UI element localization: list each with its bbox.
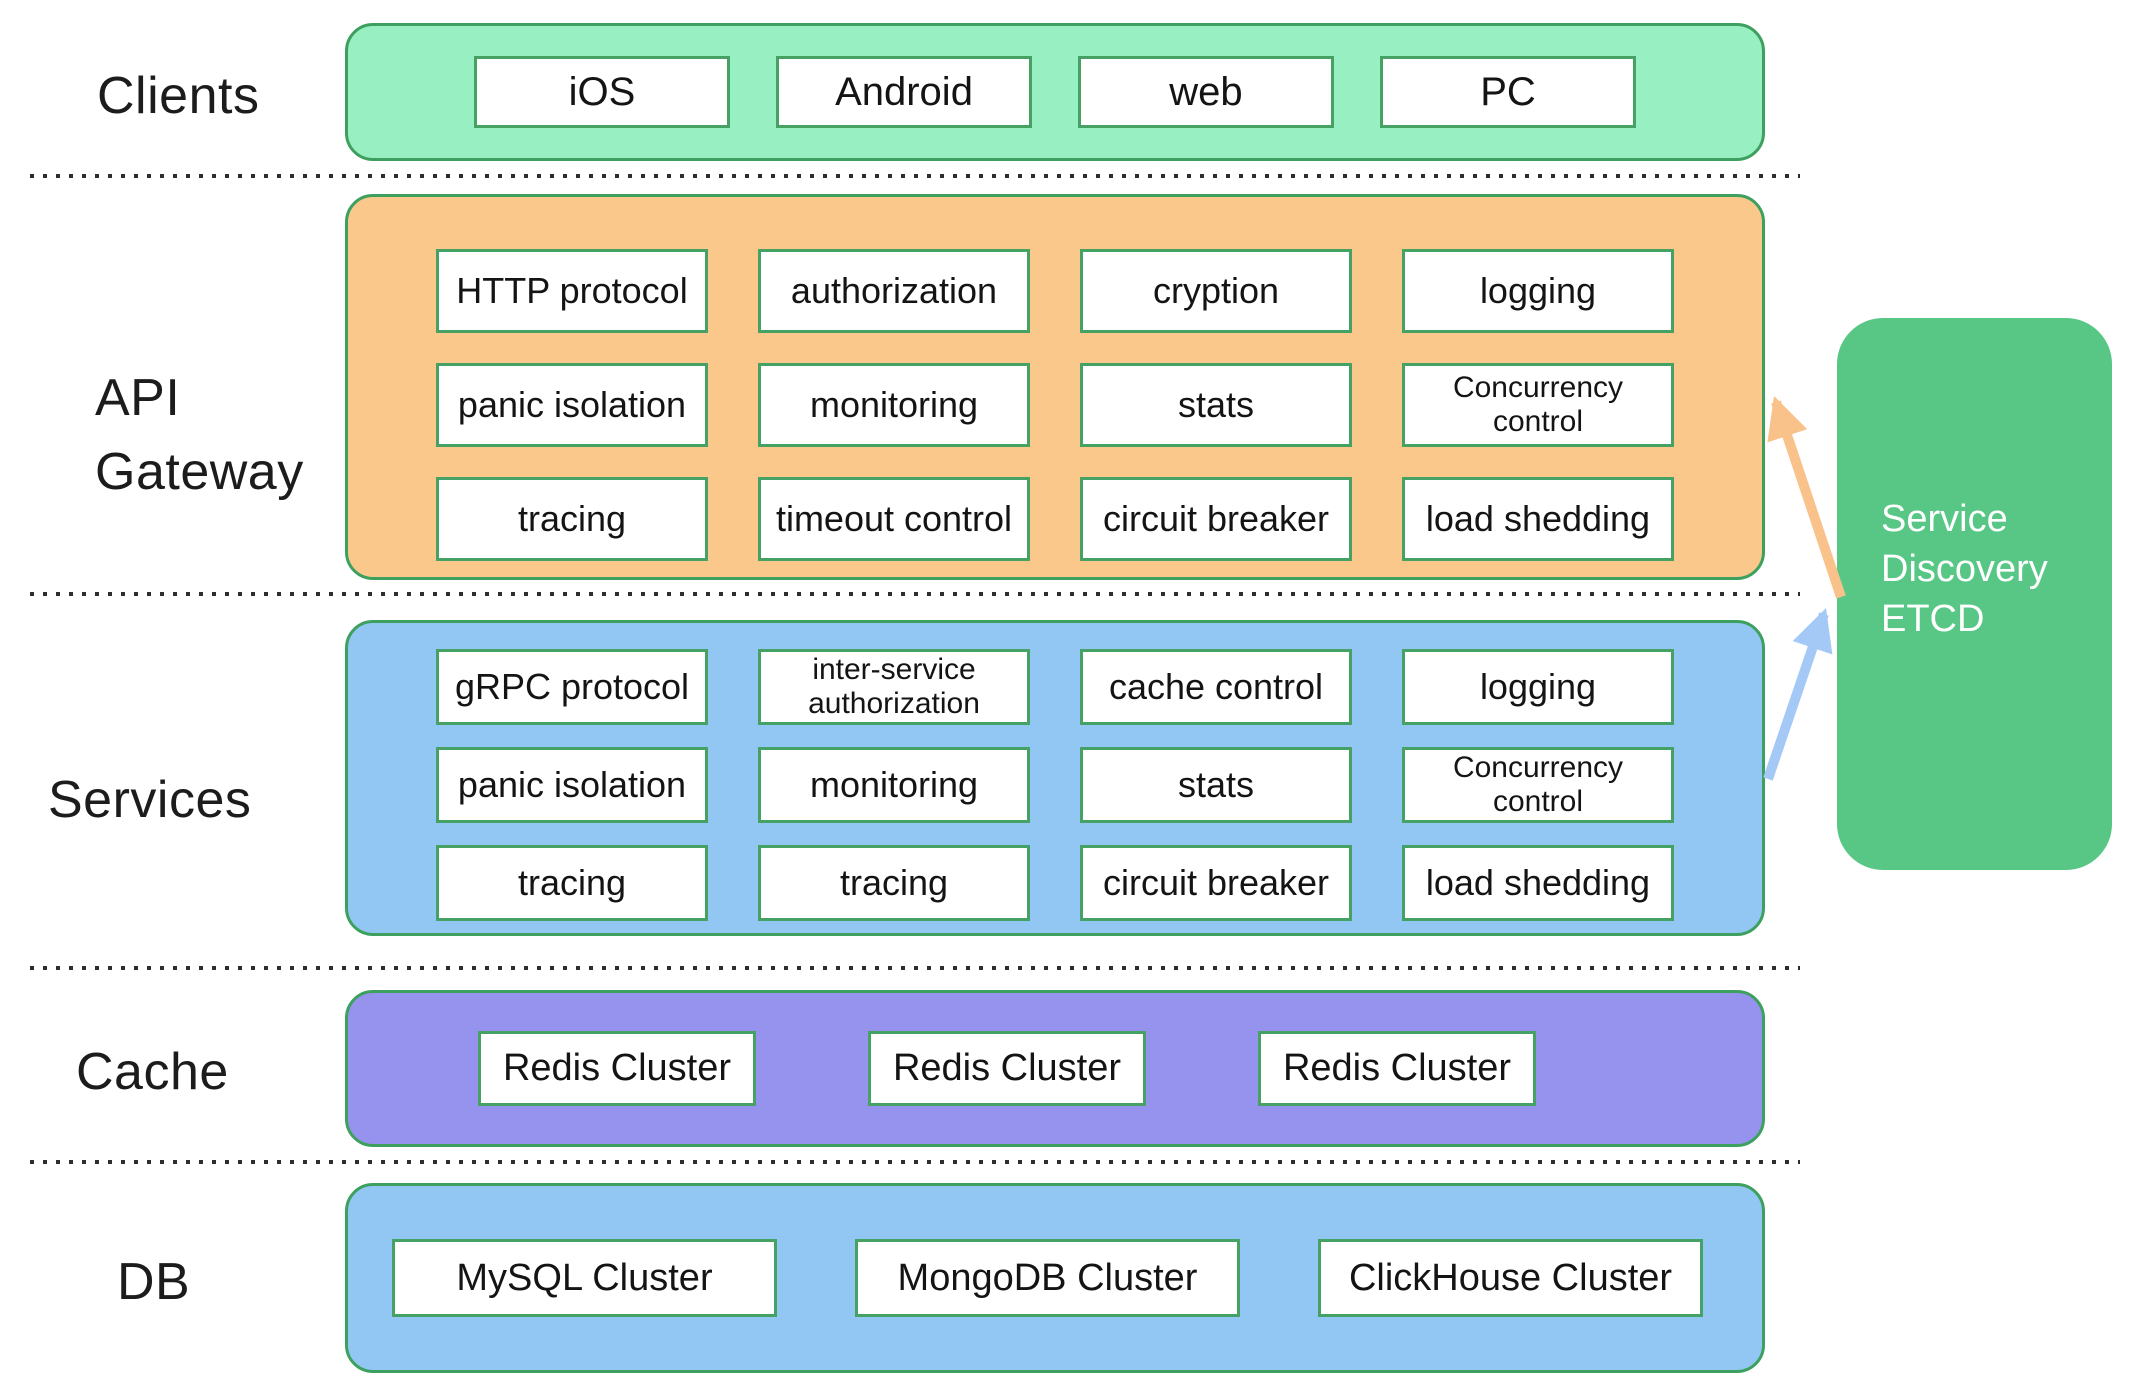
- gateway-feature-box: timeout control: [758, 477, 1030, 561]
- api-gateway-row: panic isolation monitoring stats Concurr…: [436, 363, 1674, 447]
- services-layer: gRPC protocol inter-service authorizatio…: [345, 620, 1765, 936]
- gateway-feature-box: authorization: [758, 249, 1030, 333]
- layer-separator: [30, 966, 1800, 970]
- service-feature-box: logging: [1402, 649, 1674, 725]
- service-feature-box: load shedding: [1402, 845, 1674, 921]
- cache-cluster-box: Redis Cluster: [478, 1031, 756, 1106]
- gateway-feature-box: load shedding: [1402, 477, 1674, 561]
- service-feature-box: tracing: [758, 845, 1030, 921]
- db-layer: MySQL Cluster MongoDB Cluster ClickHouse…: [345, 1183, 1765, 1373]
- cache-label: Cache: [76, 1043, 229, 1101]
- services-row: gRPC protocol inter-service authorizatio…: [436, 649, 1674, 725]
- client-item-box: iOS: [474, 56, 730, 128]
- gateway-feature-box: stats: [1080, 363, 1352, 447]
- clients-label: Clients: [97, 67, 260, 125]
- clients-layer: iOS Android web PC: [345, 23, 1765, 161]
- api-gateway-row: tracing timeout control circuit breaker …: [436, 477, 1674, 561]
- service-feature-box: gRPC protocol: [436, 649, 708, 725]
- service-feature-box: cache control: [1080, 649, 1352, 725]
- gateway-feature-box: cryption: [1080, 249, 1352, 333]
- gateway-feature-box: panic isolation: [436, 363, 708, 447]
- service-feature-box: inter-service authorization: [758, 649, 1030, 725]
- api-gateway-row: HTTP protocol authorization cryption log…: [436, 249, 1674, 333]
- service-feature-box: circuit breaker: [1080, 845, 1352, 921]
- client-item-box: PC: [1380, 56, 1636, 128]
- service-discovery-etcd-box: Service Discovery ETCD: [1837, 318, 2112, 870]
- gateway-feature-box: HTTP protocol: [436, 249, 708, 333]
- db-cluster-box: MySQL Cluster: [392, 1239, 777, 1317]
- services-row: panic isolation monitoring stats Concurr…: [436, 747, 1674, 823]
- api-gateway-label: API Gateway: [95, 362, 304, 510]
- db-label: DB: [117, 1253, 191, 1311]
- etcd-label-line: Discovery: [1881, 547, 2048, 590]
- cache-layer: Redis Cluster Redis Cluster Redis Cluste…: [345, 990, 1765, 1147]
- service-feature-box: panic isolation: [436, 747, 708, 823]
- etcd-to-api-gateway-arrow: [1767, 396, 1846, 599]
- gateway-feature-box: Concurrency control: [1402, 363, 1674, 447]
- etcd-label-line: ETCD: [1881, 598, 1985, 641]
- gateway-feature-box: monitoring: [758, 363, 1030, 447]
- gateway-feature-box: circuit breaker: [1080, 477, 1352, 561]
- etcd-label-line: Service: [1881, 497, 2008, 540]
- service-feature-box: monitoring: [758, 747, 1030, 823]
- client-item-box: web: [1078, 56, 1334, 128]
- services-label: Services: [48, 771, 252, 829]
- cache-cluster-box: Redis Cluster: [1258, 1031, 1536, 1106]
- db-cluster-box: ClickHouse Cluster: [1318, 1239, 1703, 1317]
- gateway-feature-box: logging: [1402, 249, 1674, 333]
- layer-separator: [30, 174, 1800, 178]
- db-cluster-box: MongoDB Cluster: [855, 1239, 1240, 1317]
- service-feature-box: Concurrency control: [1402, 747, 1674, 823]
- gateway-feature-box: tracing: [436, 477, 708, 561]
- services-row: tracing tracing circuit breaker load she…: [436, 845, 1674, 921]
- service-feature-box: tracing: [436, 845, 708, 921]
- layer-separator: [30, 1160, 1800, 1164]
- layer-separator: [30, 592, 1800, 596]
- services-to-etcd-arrow: [1763, 608, 1833, 781]
- api-gateway-layer: HTTP protocol authorization cryption log…: [345, 194, 1765, 580]
- client-item-box: Android: [776, 56, 1032, 128]
- api-gateway-label-line1: API: [95, 369, 181, 427]
- api-gateway-label-line2: Gateway: [95, 442, 304, 501]
- cache-cluster-box: Redis Cluster: [868, 1031, 1146, 1106]
- service-feature-box: stats: [1080, 747, 1352, 823]
